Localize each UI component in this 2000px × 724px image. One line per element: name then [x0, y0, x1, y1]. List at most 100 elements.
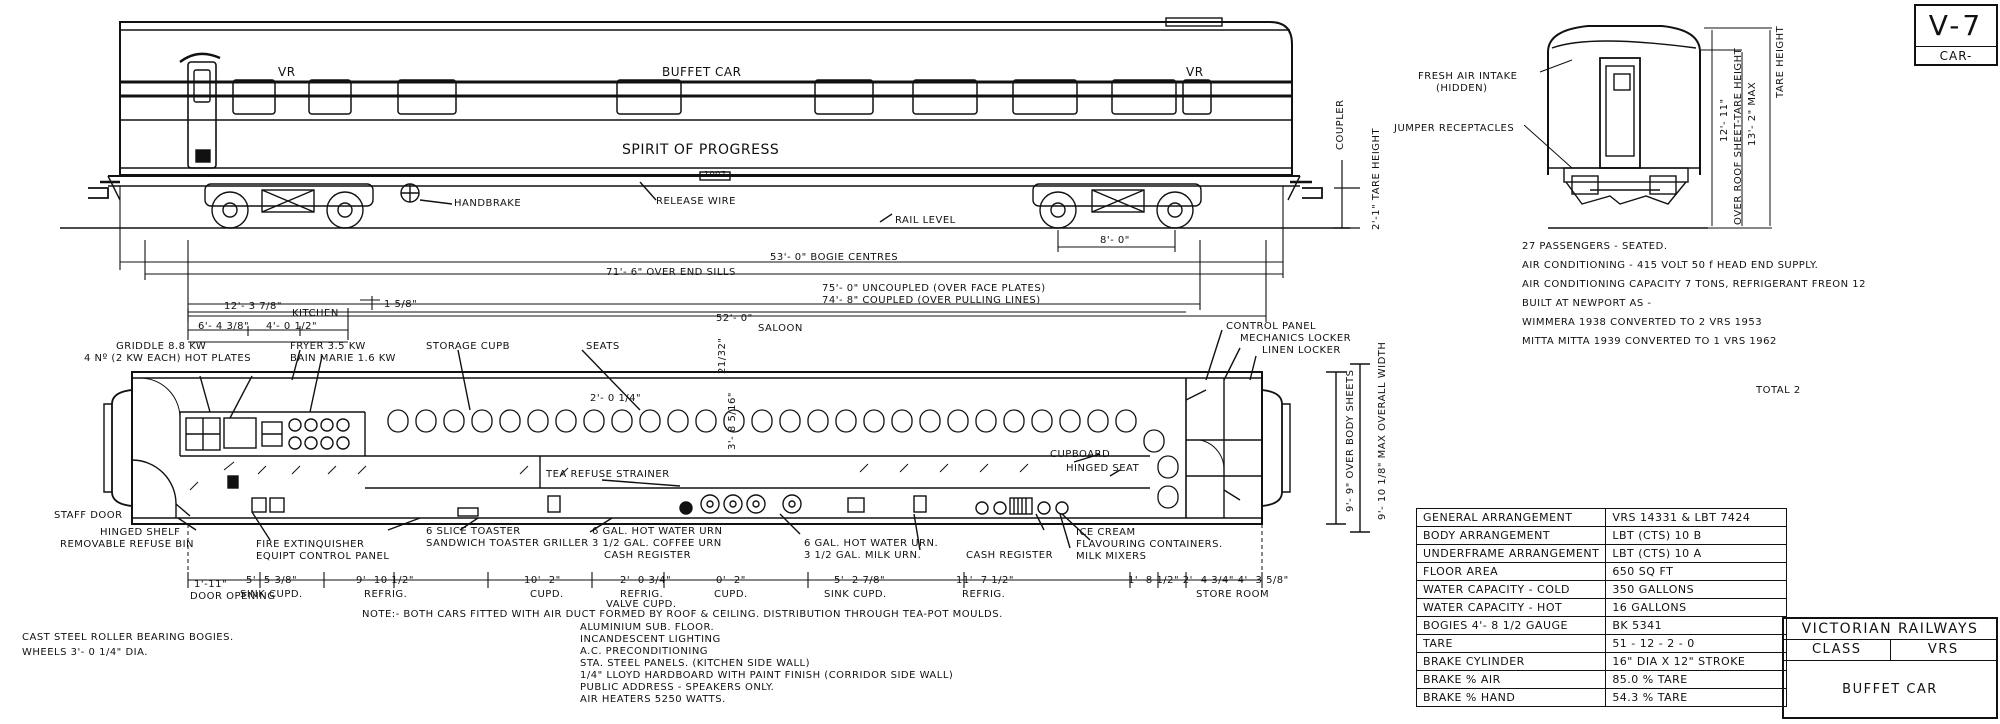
seat-spacing-dim: 2'- 0 1/4"	[590, 393, 642, 404]
release-wire-label: RELEASE WIRE	[656, 196, 736, 207]
dim-b: 4'- 0 1/2"	[266, 321, 318, 332]
sink2-dim: 5'- 2 7/8"	[834, 575, 886, 586]
spec-value: 51 - 12 - 2 - 0	[1605, 634, 1788, 653]
note-item-5: 1/4" LLOYD HARDBOARD WITH PAINT FINISH (…	[580, 670, 954, 681]
spec-label: BODY ARRANGEMENT	[1415, 526, 1607, 545]
car-title-label: BUFFET CAR	[662, 65, 742, 79]
refuse-bin-label: REMOVABLE REFUSE BIN	[60, 539, 195, 550]
dim-door: 1'-11"	[194, 579, 228, 590]
linen-locker-label: LINEN LOCKER	[1262, 345, 1341, 356]
drawing-code: V-7	[1916, 6, 1996, 47]
refrig1-label: REFRIG.	[364, 589, 408, 600]
spec-value: LBT (CTS) 10 A	[1605, 544, 1788, 563]
note-item-2: INCANDESCENT LIGHTING	[580, 634, 721, 645]
title-class-value: VRS	[1927, 642, 1959, 657]
dim-a: 6'- 4 3/8"	[198, 321, 250, 332]
jumper-receptacles-label: JUMPER RECEPTACLES	[1394, 123, 1515, 134]
note-air-capacity: AIR CONDITIONING CAPACITY 7 TONS, REFRIG…	[1522, 279, 1866, 290]
fryer-label: FRYER 3.5 KW	[290, 341, 366, 352]
note-item-7: AIR HEATERS 5250 WATTS.	[580, 694, 726, 705]
title-car-name: BUFFET CAR	[1842, 682, 1938, 697]
note-air-supply: AIR CONDITIONING - 415 VOLT 50 f HEAD EN…	[1522, 260, 1819, 271]
fresh-air-intake-label: FRESH AIR INTAKE	[1418, 71, 1518, 82]
cash-reg2-label: CASH REGISTER	[966, 550, 1054, 561]
max-width-dim: 9'- 10 1/8" MAX OVERALL WIDTH	[1377, 341, 1388, 520]
end-dim-max: 13'- 2" MAX	[1747, 81, 1758, 146]
vr-left-label: VR	[278, 65, 296, 79]
cash-reg1-label: CASH REGISTER	[604, 550, 692, 561]
bain-marie-label: BAIN MARIE 1.6 KW	[290, 353, 396, 364]
flavouring-label: FLAVOURING CONTAINERS.	[1076, 539, 1223, 550]
control-panel-label: CONTROL PANEL	[1226, 321, 1317, 332]
bogie-wheelbase-dim: 8'- 0"	[1100, 235, 1130, 246]
fire-ext-label: FIRE EXTINQUISHER	[256, 539, 365, 550]
vr-right-label: VR	[1186, 65, 1204, 79]
staff-door-label: STAFF DOOR	[54, 510, 123, 521]
end-view	[1523, 25, 1772, 229]
note-item-6: PUBLIC ADDRESS - SPEAKERS ONLY.	[580, 682, 775, 693]
end-tare-height-label: TARE HEIGHT	[1775, 25, 1786, 98]
coffee-urn-label: 3 1/2 GAL. COFFEE URN	[592, 538, 722, 549]
spec-value: LBT (CTS) 10 B	[1605, 526, 1788, 545]
cupd2-dim: 0'- 2"	[716, 575, 746, 586]
side-elevation	[60, 17, 1360, 229]
spec-value: BK 5341	[1605, 616, 1788, 635]
end-dim-sheet-height: 12'- 11"	[1719, 98, 1730, 142]
title-org: VICTORIAN RAILWAYS	[1784, 619, 1996, 640]
over-roof-sheet-label: OVER ROOF SHEET-TARE HEIGHT	[1733, 47, 1744, 225]
fresh-air-hidden-label: (HIDDEN)	[1436, 83, 1488, 94]
kitchen-label: KITCHEN	[292, 308, 339, 319]
over-body-sheets-dim: 9'- 9" OVER BODY SHEETS	[1345, 369, 1356, 512]
hw-urn6b-label: 6 GAL. HOT WATER URN.	[804, 538, 939, 549]
spec-label: FLOOR AREA	[1415, 562, 1607, 581]
coupler-label: COUPLER	[1335, 99, 1346, 150]
spec-label: WATER CAPACITY - COLD	[1415, 580, 1607, 599]
sink1-dim: 5'- 5 3/8"	[246, 575, 298, 586]
refrig2-dim: 2'- 0 3/4"	[620, 575, 672, 586]
drawing-code-box: V-7 CAR-	[1914, 4, 1998, 66]
note-mitta-mitta: MITTA MITTA 1939 CONVERTED TO 1 VRS 1962	[1522, 336, 1777, 347]
ice-cream-label: ICE CREAM	[1076, 527, 1136, 538]
title-class-row: CLASS VRS	[1784, 640, 1996, 661]
equip-panel-label: EQUIPT CONTROL PANEL	[256, 551, 390, 562]
handbrake-label: HANDBRAKE	[454, 198, 522, 209]
note-item-1: ALUMINIUM SUB. FLOOR.	[580, 622, 715, 633]
hinged-seat-label: HINGED SEAT	[1066, 463, 1140, 474]
dim-gap: 3'- 8 5/16"	[727, 392, 738, 450]
note-item-4: STA. STEEL PANELS. (KITCHEN SIDE WALL)	[580, 658, 810, 669]
number-plate: 1007	[704, 170, 727, 179]
spec-label: GENERAL ARRANGEMENT	[1415, 508, 1607, 527]
sandwich-label: SANDWICH TOASTER GRILLER	[426, 538, 589, 549]
hw-urn6-label: 6 GAL. HOT WATER URN	[592, 526, 723, 537]
dim-kitchen-overall: 12'- 3 7/8"	[224, 301, 282, 312]
sink1-label: SINK CUPD.	[240, 589, 303, 600]
saloon-label: SALOON	[758, 323, 803, 334]
refrig2-label: REFRIG.	[620, 589, 664, 600]
spec-value: 650 SQ FT	[1605, 562, 1788, 581]
seats-label: SEATS	[586, 341, 620, 352]
coupled-dim: 74'- 8" COUPLED (OVER PULLING LINES)	[822, 295, 1041, 306]
milk-mixers-label: MILK MIXERS	[1076, 551, 1147, 562]
note-passengers: 27 PASSENGERS - SEATED.	[1522, 241, 1668, 252]
spec-value: 85.0 % TARE	[1605, 670, 1788, 689]
note-wimmera: WIMMERA 1938 CONVERTED TO 2 VRS 1953	[1522, 317, 1763, 328]
spec-label: WATER CAPACITY - HOT	[1415, 598, 1607, 617]
uncoupled-dim: 75'- 0" UNCOUPLED (OVER FACE PLATES)	[822, 283, 1046, 294]
bogie-centres-dim: 53'- 0" BOGIE CENTRES	[770, 252, 899, 263]
cupd2-label: CUPD.	[714, 589, 748, 600]
notes-lead: NOTE:- BOTH CARS FITTED WITH AIR DUCT FO…	[362, 609, 1003, 620]
title-class-label: CLASS	[1784, 640, 1891, 660]
over-end-sills-dim: 71'- 6" OVER END SILLS	[606, 267, 736, 278]
door-opening-label: DOOR OPENING	[190, 591, 276, 602]
spec-label: BRAKE CYLINDER	[1415, 652, 1607, 671]
car-name-label: SPIRIT OF PROGRESS	[622, 142, 780, 158]
toaster6-label: 6 SLICE TOASTER	[426, 526, 521, 537]
